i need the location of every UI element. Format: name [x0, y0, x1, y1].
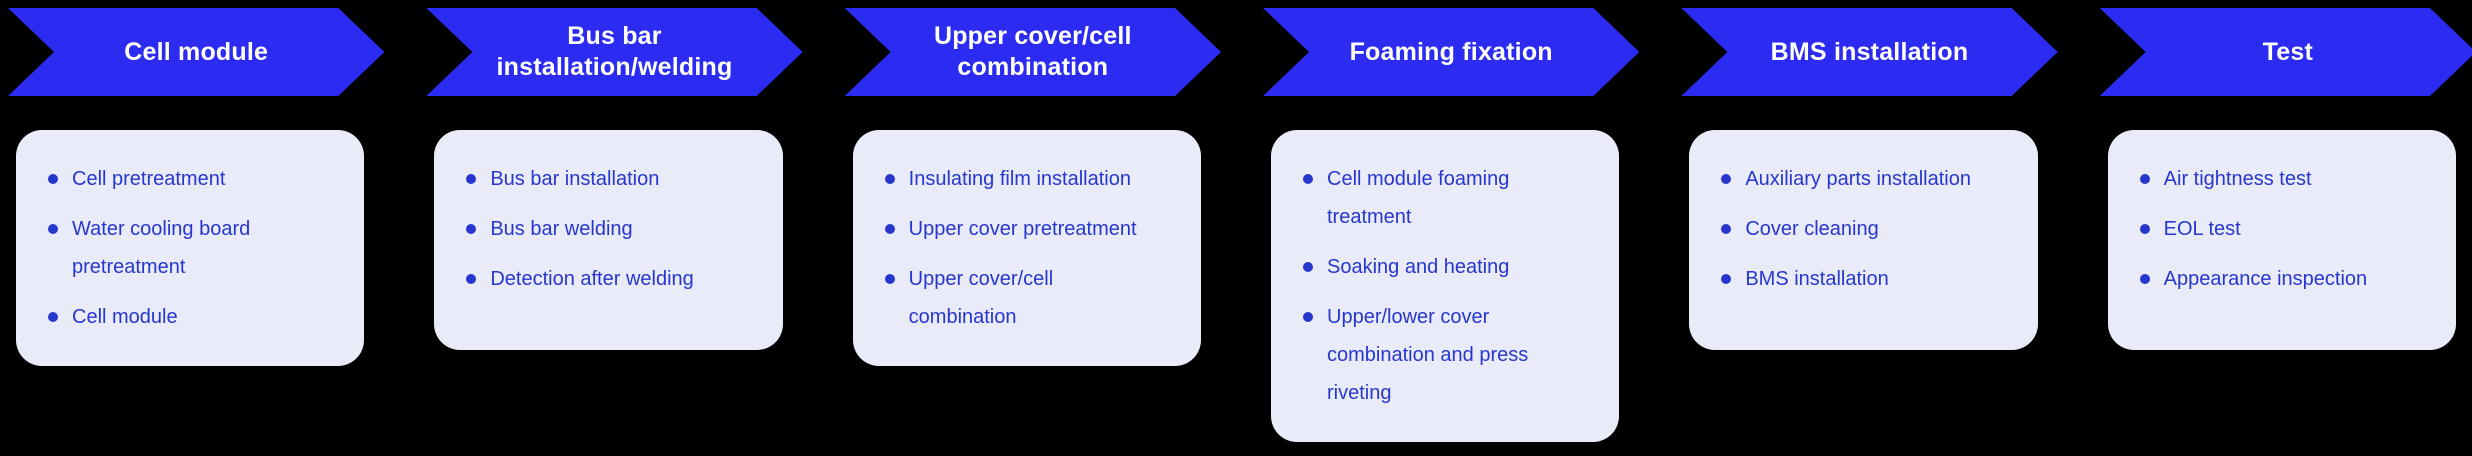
- step-title: Foaming fixation: [1302, 37, 1601, 68]
- step-title: BMS installation: [1723, 37, 2017, 68]
- step-title: Cell module: [76, 37, 316, 68]
- step-card: Auxiliary parts installation Cover clean…: [1689, 130, 2038, 350]
- step-title: Test: [2215, 37, 2361, 68]
- step-title: Bus bar installation/welding: [449, 21, 781, 83]
- list-item-text: Soaking and heating: [1327, 256, 1510, 278]
- step-card: Bus bar installation Bus bar welding Det…: [434, 130, 783, 350]
- step-title-line: Test: [2262, 37, 2313, 66]
- list-item-text: Insulating film installation: [908, 168, 1131, 190]
- bullet-dot-icon: [884, 274, 895, 284]
- step-title-line: installation/welding: [496, 53, 733, 81]
- list-item-text: Cell module: [72, 306, 178, 328]
- list-item: Auxiliary parts installation: [1721, 160, 2005, 198]
- step-header-arrow: Bus bar installation/welding: [426, 8, 802, 96]
- list-item: EOL test: [2139, 210, 2424, 248]
- step-title-line: combination: [957, 53, 1109, 81]
- step-upper-cover-cell-combination: Upper cover/cell combination Insulating …: [853, 8, 1201, 366]
- bullet-dot-icon: [1721, 274, 1732, 284]
- list-item-text: Cell pretreatment: [72, 168, 226, 190]
- list-item: Upper/lower cover combination and press …: [1303, 298, 1587, 412]
- list-item-text: Cover cleaning: [1745, 218, 1879, 240]
- step-card: Air tightness test EOL test Appearance i…: [2107, 130, 2456, 350]
- list-item-text: Detection after welding: [490, 268, 694, 290]
- step-bms-installation: BMS installation Auxiliary parts install…: [1689, 8, 2037, 350]
- list-item-text: Upper cover pretreatment: [908, 218, 1137, 240]
- bullet-dot-icon: [466, 174, 477, 184]
- list-item: Cell module: [48, 298, 332, 336]
- bullet-dot-icon: [1303, 262, 1313, 272]
- list-item: Bus bar welding: [466, 210, 750, 248]
- step-title-line: Upper cover/cell: [933, 22, 1132, 50]
- list-item: Soaking and heating: [1303, 248, 1587, 286]
- list-item: Cell pretreatment: [48, 160, 332, 198]
- list-item-text: Bus bar installation: [490, 168, 660, 190]
- list-item: Appearance inspection: [2139, 260, 2424, 298]
- step-title-line: Bus bar: [567, 22, 662, 50]
- bullet-dot-icon: [48, 312, 58, 322]
- list-item: BMS installation: [1721, 260, 2005, 298]
- step-foaming-fixation: Foaming fixation Cell module foaming tre…: [1271, 8, 1619, 442]
- step-title: Upper cover/cell combination: [886, 21, 1180, 83]
- step-title-line: Foaming fixation: [1349, 37, 1553, 66]
- bullet-dot-icon: [884, 224, 895, 234]
- step-header-arrow: Foaming fixation: [1263, 8, 1639, 96]
- bullet-dot-icon: [1303, 312, 1313, 322]
- bullet-dot-icon: [2139, 224, 2150, 234]
- list-item: Cell module foaming treatment: [1303, 160, 1587, 236]
- list-item: Detection after welding: [466, 260, 750, 298]
- step-bus-bar-installation-welding: Bus bar installation/welding Bus bar ins…: [434, 8, 782, 350]
- bullet-dot-icon: [48, 174, 58, 184]
- step-card: Cell pretreatment Water cooling board pr…: [16, 130, 365, 366]
- step-card: Insulating film installation Upper cover…: [852, 130, 1201, 366]
- list-item-text: Water cooling board pretreatment: [72, 218, 251, 278]
- step-title-line: BMS installation: [1770, 37, 1969, 66]
- list-item-text: Air tightness test: [2163, 168, 2312, 190]
- list-item-text: Cell module foaming treatment: [1327, 168, 1510, 228]
- list-item-text: Upper cover/cell combination: [908, 268, 1054, 328]
- process-flow-diagram: Cell module Cell pretreatment Water cool…: [0, 0, 2472, 442]
- list-item: Bus bar installation: [466, 160, 750, 198]
- bullet-dot-icon: [2139, 274, 2150, 284]
- bullet-dot-icon: [884, 174, 895, 184]
- bullet-dot-icon: [1721, 174, 1732, 184]
- list-item: Water cooling board pretreatment: [48, 210, 332, 286]
- step-header-arrow: Cell module: [8, 8, 384, 96]
- bullet-dot-icon: [1721, 224, 1732, 234]
- list-item: Cover cleaning: [1721, 210, 2005, 248]
- step-header-arrow: Upper cover/cell combination: [845, 8, 1221, 96]
- list-item-text: Auxiliary parts installation: [1745, 168, 1971, 190]
- step-header-arrow: BMS installation: [1681, 8, 2057, 96]
- list-item-text: BMS installation: [1745, 268, 1889, 290]
- list-item-text: EOL test: [2163, 218, 2241, 240]
- list-item: Air tightness test: [2139, 160, 2424, 198]
- list-item: Upper cover pretreatment: [884, 210, 1169, 248]
- step-cell-module: Cell module Cell pretreatment Water cool…: [16, 8, 364, 366]
- list-item-text: Bus bar welding: [490, 218, 633, 240]
- list-item-text: Appearance inspection: [2163, 268, 2368, 290]
- bullet-dot-icon: [1303, 174, 1313, 184]
- bullet-dot-icon: [2139, 174, 2150, 184]
- step-card: Cell module foaming treatment Soaking an…: [1271, 130, 1620, 442]
- bullet-dot-icon: [466, 274, 477, 284]
- list-item-text: Upper/lower cover combination and press …: [1327, 306, 1529, 404]
- step-title-line: Cell module: [124, 37, 269, 66]
- bullet-dot-icon: [466, 224, 477, 234]
- step-test: Test Air tightness test EOL test Appeara…: [2108, 8, 2456, 350]
- bullet-dot-icon: [48, 224, 58, 234]
- list-item: Upper cover/cell combination: [884, 260, 1169, 336]
- list-item: Insulating film installation: [884, 160, 1169, 198]
- step-header-arrow: Test: [2100, 8, 2472, 96]
